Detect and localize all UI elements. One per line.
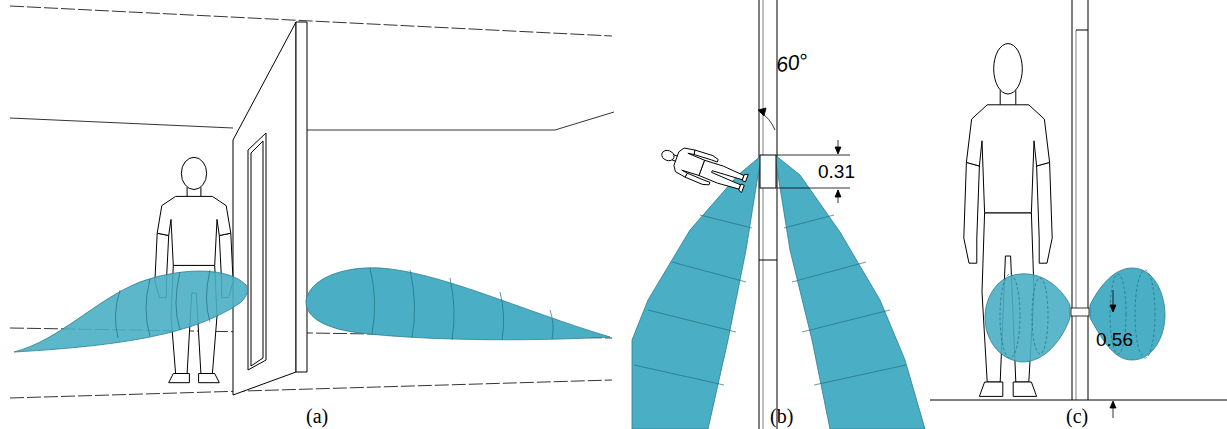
panel-label: (a)	[306, 406, 328, 426]
dimension-lines	[758, 108, 850, 203]
room-perspective	[10, 6, 614, 398]
radiation-lobe-section	[985, 268, 1165, 362]
wall-plan	[759, 0, 777, 429]
dimension-lines	[1110, 290, 1116, 418]
device	[760, 155, 776, 188]
radiation-lobe-plan	[632, 155, 925, 429]
panel-label: (c)	[1066, 406, 1088, 426]
angle-dimension: 60°	[775, 50, 809, 75]
radiation-lobe	[14, 268, 610, 352]
dimension-value: 0.56	[1096, 330, 1133, 349]
wall-section	[930, 0, 1227, 400]
wall	[233, 22, 307, 395]
panel-label: (b)	[770, 406, 793, 426]
dimension-value: 0.31	[818, 162, 855, 181]
